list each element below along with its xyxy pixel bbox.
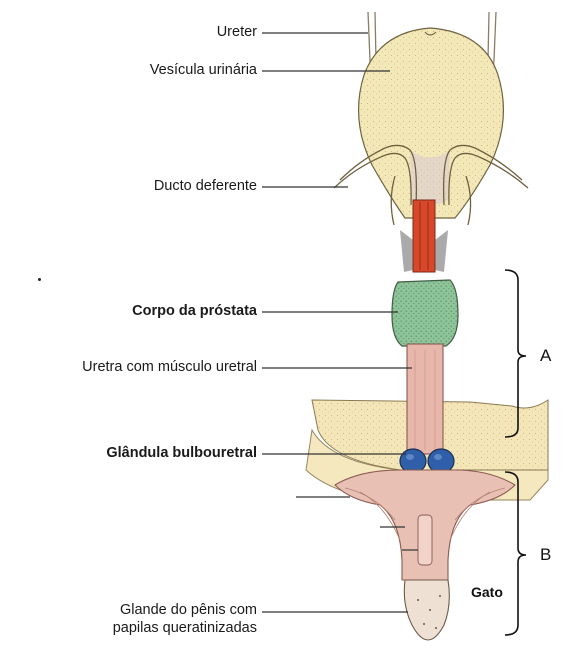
label-glandula-bulbouretral: Glândula bulbouretral [106,445,257,461]
label-glande-line-2: papilas queratinizadas [113,620,257,636]
label-ducto-deferente: Ducto deferente [154,178,257,194]
urinary-bladder [359,28,504,218]
species-label: Gato [471,584,503,600]
stray-dot [38,278,41,281]
label-ureter: Ureter [217,24,257,40]
glans [404,580,449,640]
label-uretra: Uretra com músculo uretral [82,359,257,375]
bracket-label-a: A [540,346,551,366]
label-glande-line-1: Glande do pênis com [120,602,257,618]
urethra [407,344,443,454]
penis [335,470,515,580]
prostate [392,280,458,346]
bracket-label-b: B [540,545,551,565]
label-vesicula-urinaria: Vesícula urinária [150,62,257,78]
label-corpo-prostata: Corpo da próstata [132,303,257,319]
